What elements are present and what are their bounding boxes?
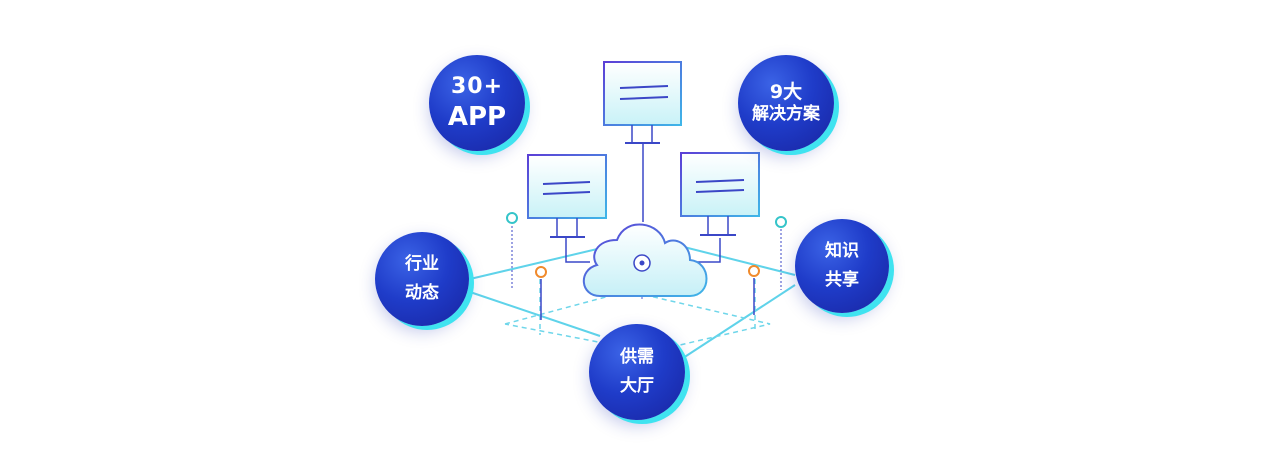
knowledge-share-badge: 知识 共享 — [795, 219, 889, 313]
supply-demand-hall-badge: 供需 大厅 — [589, 324, 685, 420]
solutions-label: 解决方案 — [752, 104, 820, 125]
platform-frame — [469, 245, 796, 361]
app-count-value: 30+ — [450, 74, 504, 99]
pin-icon — [775, 216, 787, 290]
knowledge-share-line1: 知识 — [825, 240, 859, 261]
industry-news-line1: 行业 — [405, 253, 439, 274]
connector-lines — [565, 143, 721, 300]
industry-news-badge: 行业 动态 — [375, 232, 469, 326]
monitor-icon — [680, 152, 760, 236]
solutions-badge: 9大 解决方案 — [738, 55, 834, 151]
monitor-icon — [603, 61, 682, 144]
app-label: APP — [447, 101, 507, 132]
solutions-count: 9大 — [769, 80, 803, 103]
monitor-icon — [527, 154, 607, 238]
supply-demand-line2: 大厅 — [620, 376, 654, 396]
app-count-badge: 30+ APP — [429, 55, 525, 151]
cloud-icon — [582, 223, 708, 297]
industry-news-line2: 动态 — [405, 283, 439, 303]
pin-icon — [748, 265, 760, 315]
pin-icon — [535, 266, 547, 320]
pin-icon — [506, 212, 518, 290]
knowledge-share-line2: 共享 — [825, 270, 859, 290]
supply-demand-line1: 供需 — [620, 346, 654, 367]
